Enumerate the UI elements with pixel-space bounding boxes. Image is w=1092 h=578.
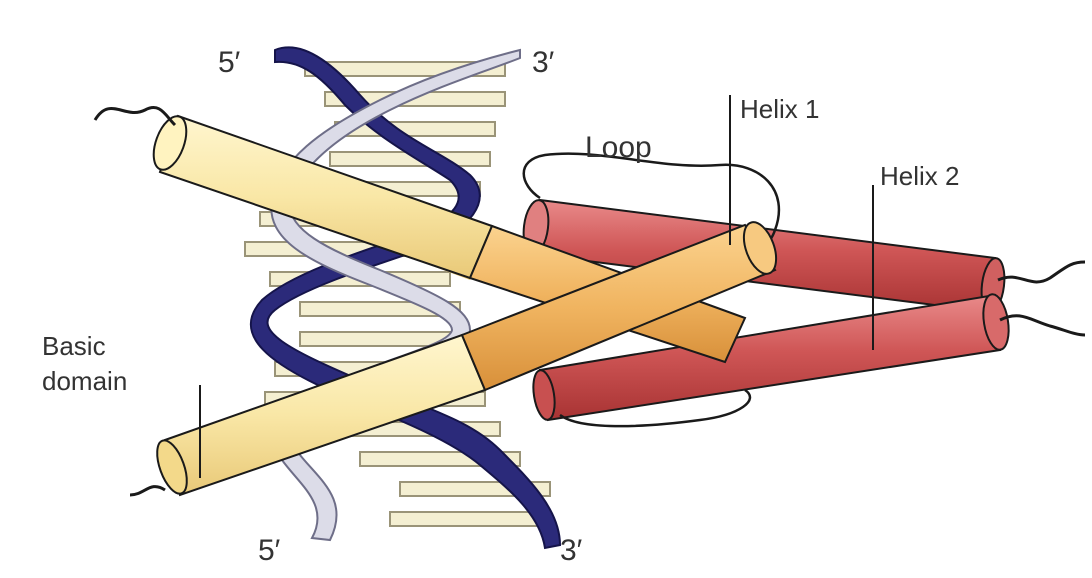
basic-domain-label-line2: domain — [42, 366, 127, 396]
loop-label: Loop — [585, 131, 652, 164]
tail-top-left — [95, 108, 175, 125]
tail-right-lower — [1000, 316, 1085, 335]
dna-bottom-3prime-label: 3′ — [560, 534, 583, 567]
dna-double-helix — [245, 47, 560, 548]
dna-top-5prime-label: 5′ — [218, 46, 241, 79]
helix2-label: Helix 2 — [880, 161, 959, 191]
tail-bottom-left — [130, 487, 165, 495]
basic-domain-label-line1: Basic — [42, 331, 106, 361]
helix1-label: Helix 1 — [740, 94, 819, 124]
dna-bottom-5prime-label: 5′ — [258, 534, 281, 567]
dna-top-3prime-label: 3′ — [532, 46, 555, 79]
tail-right-upper — [998, 262, 1085, 282]
